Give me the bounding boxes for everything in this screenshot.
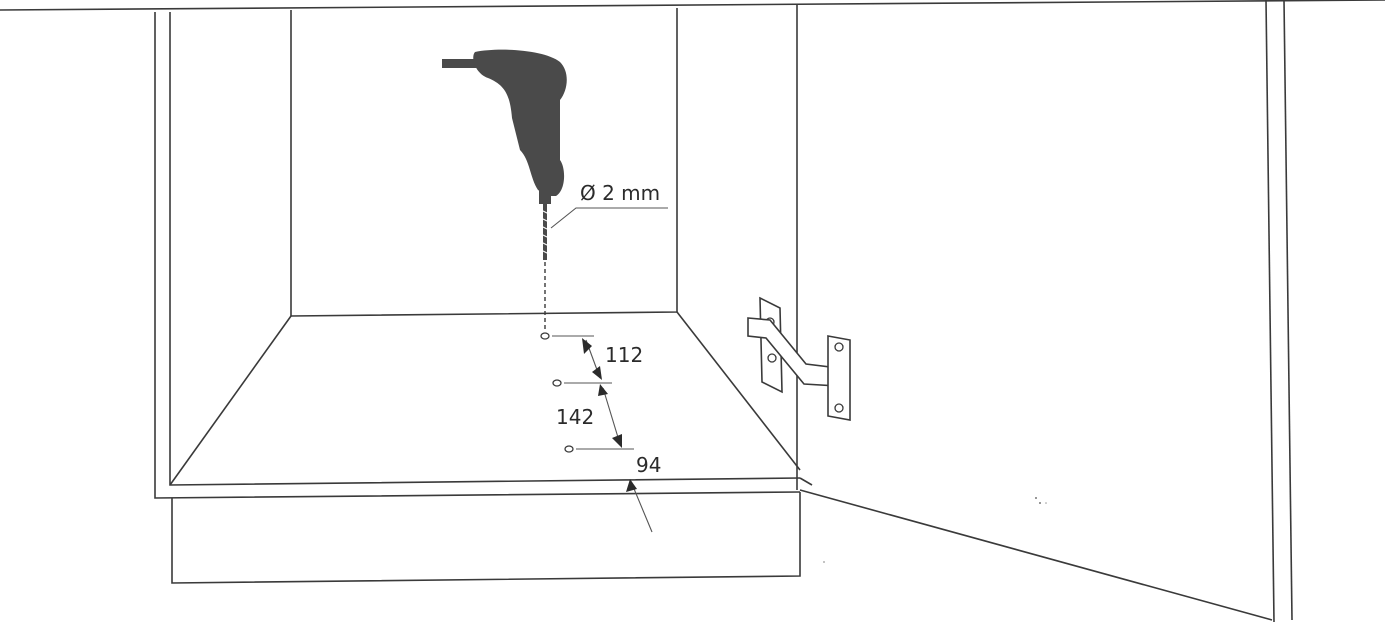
edge-leader [626,479,653,533]
hole-2 [552,379,562,387]
cabinet-carcass [154,4,801,584]
dimension-lower: 142 [556,405,594,429]
dimension-edge: 94 [636,453,661,477]
hole-3 [564,445,574,453]
drill-diameter-callout: Ø 2 mm [550,181,668,229]
dimension-arrows [582,338,622,448]
drill-diameter-label: Ø 2 mm [580,181,660,205]
drill-icon [442,49,567,260]
dimension-upper: 112 [605,343,643,367]
countertop-edge [0,0,1385,11]
hinge-icon [747,296,851,421]
cabinet-door [799,0,1293,623]
hole-1 [540,332,550,340]
